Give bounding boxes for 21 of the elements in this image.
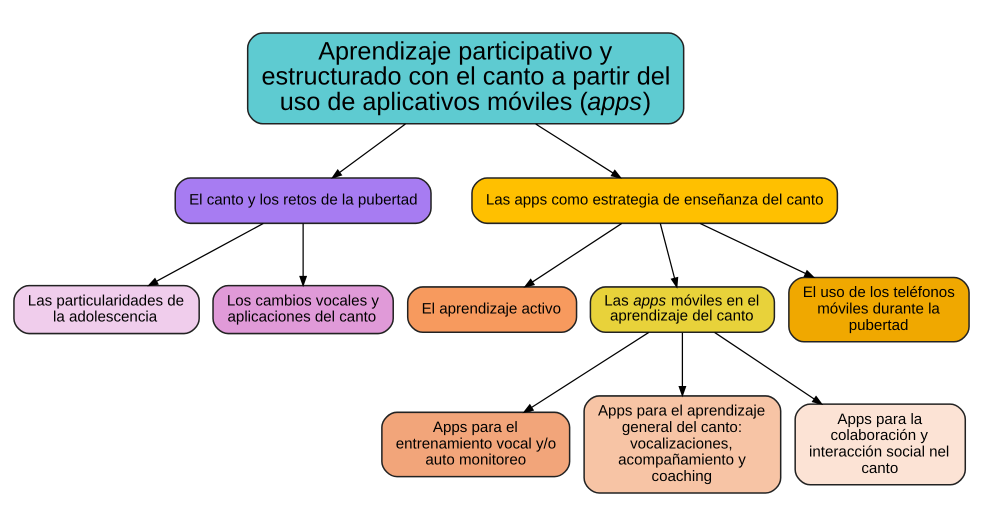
node-box: Las apps móviles en el aprendizaje del canto xyxy=(590,286,776,333)
node-box: Apps para el entrenamiento vocal y/o auto monitoreo xyxy=(381,411,570,477)
arrow xyxy=(714,331,824,405)
node-box: Apps para la colaboración y interacción social nel canto xyxy=(794,402,966,486)
node-box: Las apps como estrategia de enseñanza del canto xyxy=(471,176,838,224)
node-box: Apps para el aprendizaje general del canto: vocalizaciones, acompañamiento y coaching xyxy=(583,394,782,494)
arrow xyxy=(523,222,622,288)
node-box: Los cambios vocales y aplicaciones del canto xyxy=(212,284,394,334)
arrow xyxy=(660,222,678,288)
node-box: El canto y los retos de la pubertad xyxy=(174,176,432,224)
node-box: Las particularidades de la adolescencia xyxy=(13,284,200,334)
node-box: Aprendizaje participativo y estructurado con el canto a partir del uso de aplicativos móviles (apps) xyxy=(246,32,684,124)
node-box: El aprendizaje activo xyxy=(406,286,578,333)
arrow xyxy=(146,222,264,286)
arrow xyxy=(700,222,816,278)
arrow xyxy=(678,332,686,397)
arrow xyxy=(535,122,622,178)
node-box: El uso de los teléfonos móviles durante la pubertad xyxy=(788,276,970,342)
arrow xyxy=(330,122,406,178)
arrow xyxy=(299,222,308,287)
arrow xyxy=(522,331,650,413)
